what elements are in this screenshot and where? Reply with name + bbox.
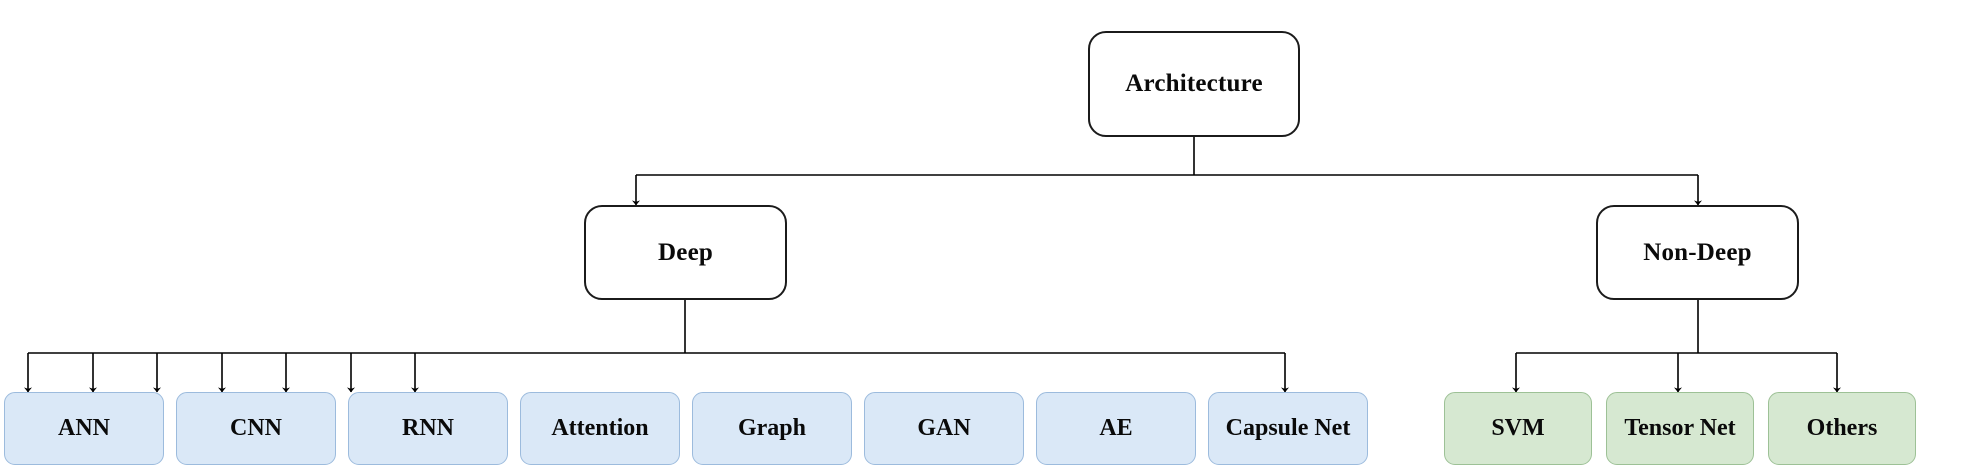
node-label: Attention [551,415,649,442]
leaf-ae[interactable]: AE [1036,392,1196,465]
node-non-deep[interactable]: Non-Deep [1596,205,1799,300]
leaf-ann[interactable]: ANN [4,392,164,465]
leaf-rnn[interactable]: RNN [348,392,508,465]
leaf-svm[interactable]: SVM [1444,392,1592,465]
leaf-cnn[interactable]: CNN [176,392,336,465]
node-label: Deep [658,238,713,266]
node-label: CNN [230,415,282,442]
node-label: SVM [1491,415,1545,442]
node-label: Tensor Net [1624,415,1736,442]
leaf-capsule-net[interactable]: Capsule Net [1208,392,1368,465]
leaf-attention[interactable]: Attention [520,392,680,465]
node-label: Architecture [1125,70,1263,98]
node-label: Others [1806,415,1878,442]
leaf-graph[interactable]: Graph [692,392,852,465]
leaf-gan[interactable]: GAN [864,392,1024,465]
node-label: RNN [402,415,454,442]
node-deep[interactable]: Deep [584,205,787,300]
leaf-others[interactable]: Others [1768,392,1916,465]
leaf-tensor-net[interactable]: Tensor Net [1606,392,1754,465]
node-label: Non-Deep [1643,238,1752,266]
node-label: Graph [737,415,806,442]
node-architecture[interactable]: Architecture [1088,31,1300,137]
node-label: ANN [58,415,110,442]
node-label: Capsule Net [1225,415,1351,442]
node-label: AE [1099,415,1133,442]
connector-lines [24,137,1841,393]
node-label: GAN [917,415,971,442]
